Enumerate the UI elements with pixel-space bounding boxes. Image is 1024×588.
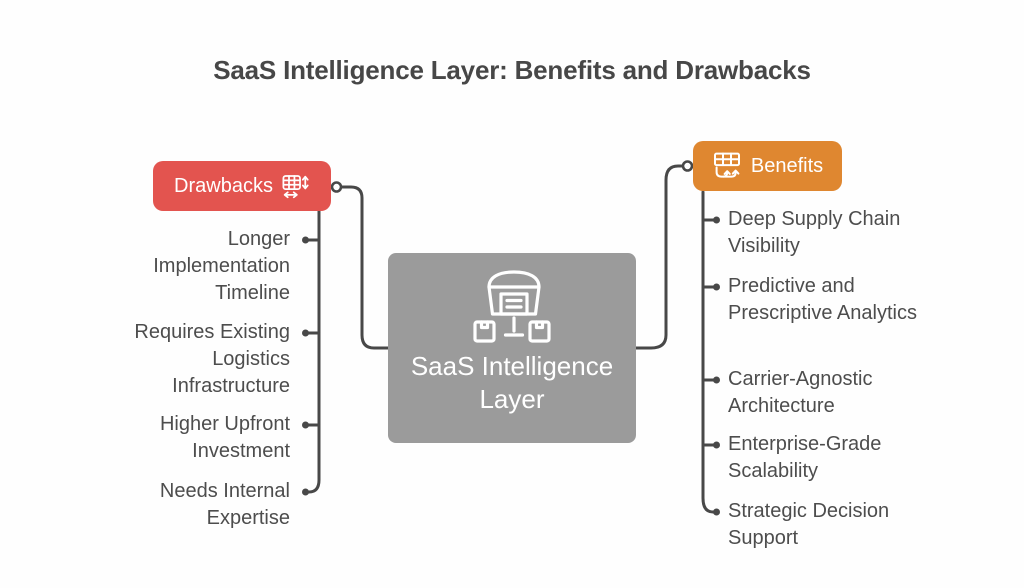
page-title: SaaS Intelligence Layer: Benefits and Dr… xyxy=(213,55,811,85)
benefit-item[interactable]: Enterprise-Grade Scalability xyxy=(728,433,882,482)
benefit-item[interactable]: Carrier-Agnostic Architecture xyxy=(728,368,873,417)
node-saas-intelligence-layer[interactable]: SaaS Intelligence Layer xyxy=(388,253,636,443)
benefit-item[interactable]: Strategic Decision Support xyxy=(728,500,890,549)
drawback-item[interactable]: Higher Upfront Investment xyxy=(159,413,290,462)
ticks-right xyxy=(701,218,716,447)
branch-left xyxy=(339,185,390,350)
drawbacks-label: Drawbacks xyxy=(174,174,273,197)
benefit-item[interactable]: Deep Supply Chain Visibility xyxy=(728,208,901,257)
center-node-label: SaaS Intelligence Layer xyxy=(410,351,614,414)
benefit-item[interactable]: Predictive and Prescriptive Analytics xyxy=(728,275,917,324)
port-right xyxy=(681,160,694,172)
spine-left xyxy=(307,209,321,494)
warehouse-distribution-icon xyxy=(473,269,551,345)
node-drawbacks[interactable]: Drawbacks xyxy=(153,161,331,211)
spine-right xyxy=(701,190,715,514)
ticks-left xyxy=(306,238,321,427)
node-benefits[interactable]: Benefits xyxy=(693,141,842,191)
port-left xyxy=(330,181,343,193)
drawback-item[interactable]: Requires Existing Logistics Infrastructu… xyxy=(134,321,290,397)
branch-right xyxy=(634,164,684,350)
benefits-label: Benefits xyxy=(750,154,824,177)
drawback-item[interactable]: Needs Internal Expertise xyxy=(159,480,290,529)
table-export-icon xyxy=(712,151,742,181)
table-resize-icon xyxy=(282,173,310,200)
drawback-item[interactable]: Longer Implementation Timeline xyxy=(153,228,290,304)
